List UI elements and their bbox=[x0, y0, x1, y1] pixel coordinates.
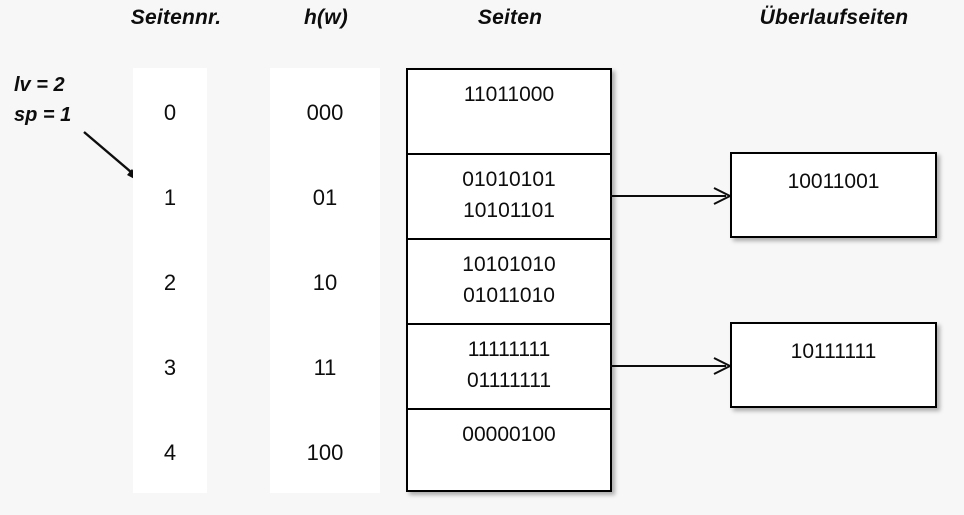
seitennr-column-strip bbox=[133, 68, 207, 493]
hw-cell: 11 bbox=[313, 355, 337, 380]
column-header-hw: h(w) bbox=[304, 6, 348, 29]
seiten-row: 11011000 bbox=[408, 70, 610, 155]
seitennr-cell: 1 bbox=[163, 185, 177, 210]
seiten-entry: 11111111 bbox=[467, 338, 551, 361]
seiten-entry: 11011000 bbox=[463, 83, 555, 106]
seiten-table: 11011000 01010101 10101101 10101010 0101… bbox=[406, 68, 612, 492]
seiten-entry: 01111111 bbox=[466, 369, 552, 392]
seiten-entry: 01010101 bbox=[462, 168, 556, 191]
arrow-right-icon bbox=[610, 357, 733, 375]
param-sp: sp = 1 bbox=[14, 104, 72, 126]
ueberlaufseite-entry: 10011001 bbox=[787, 170, 880, 193]
seiten-row: 01010101 10101101 bbox=[408, 155, 610, 240]
ueberlaufseite-box: 10111111 bbox=[730, 322, 937, 408]
ueberlaufseite-box: 10011001 bbox=[730, 152, 937, 238]
hw-column-strip bbox=[270, 68, 380, 493]
seitennr-cell: 0 bbox=[163, 100, 177, 125]
parameter-annotation: lv = 2 sp = 1 bbox=[14, 70, 71, 130]
hw-cell: 01 bbox=[312, 185, 338, 210]
seiten-entry: 01011010 bbox=[463, 284, 555, 307]
seitennr-cell: 2 bbox=[163, 270, 177, 295]
hw-cell: 000 bbox=[306, 100, 344, 125]
ueberlaufseite-entry: 10111111 bbox=[790, 340, 877, 363]
hw-cell: 100 bbox=[306, 440, 344, 465]
column-header-seitennr: Seitennr. bbox=[130, 6, 222, 29]
arrow-right-icon bbox=[610, 187, 733, 205]
seiten-row: 00000100 bbox=[408, 410, 610, 490]
seiten-row: 10101010 01011010 bbox=[408, 240, 610, 325]
seiten-entry: 10101010 bbox=[462, 253, 556, 276]
seitennr-cell: 4 bbox=[163, 440, 177, 465]
seiten-entry: 10101101 bbox=[463, 199, 555, 222]
seiten-row: 11111111 01111111 bbox=[408, 325, 610, 410]
param-lv: lv = 2 bbox=[14, 74, 65, 96]
seiten-entry: 00000100 bbox=[462, 423, 556, 446]
seitennr-cell: 3 bbox=[163, 355, 177, 380]
column-header-seiten: Seiten bbox=[477, 6, 543, 29]
hw-cell: 10 bbox=[312, 270, 338, 295]
column-header-ueberlaufseiten: Überlaufseiten bbox=[759, 6, 909, 29]
